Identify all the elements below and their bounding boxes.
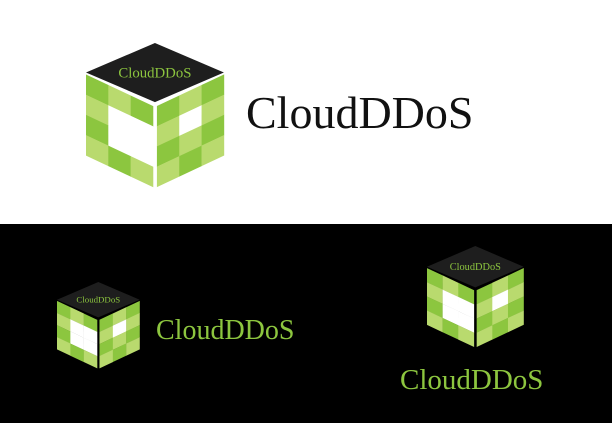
cube-checker-cell (507, 310, 524, 333)
cube-checker-cell (507, 296, 524, 319)
cube-checker-cell (57, 300, 71, 320)
cube-checker-cell (126, 337, 140, 356)
cube-label: CloudDDoS (76, 295, 120, 305)
cube-checker-cell (201, 114, 225, 146)
cube-checker-cell (476, 325, 493, 347)
cube-checker-cell (179, 145, 202, 177)
cube-cutout-cell (130, 115, 154, 147)
cube-checker-cell (476, 296, 493, 319)
cube-cutout-cell (442, 303, 459, 326)
cube-checker-cell (507, 268, 524, 290)
cube-checker-cell (83, 313, 98, 333)
cube-left-face (427, 268, 475, 348)
cube-checker-cell (201, 94, 225, 126)
cube-checker-cell (201, 74, 225, 106)
cube-checker-cell (108, 85, 131, 117)
cube-checker-cell (427, 310, 443, 333)
cube-checker-cell (458, 325, 475, 348)
cube-checker-cell (86, 74, 109, 106)
cube-checker-cell (86, 114, 109, 147)
cube-checker-cell (201, 134, 225, 167)
cube-checker-cell (126, 300, 140, 320)
cube-logo-medium: CloudDDoS (427, 246, 524, 348)
cube-checker-cell (130, 95, 154, 127)
cube-checker-cell (156, 95, 180, 127)
cube-cutout-cell (130, 135, 154, 168)
cube-cutout-cell (70, 331, 84, 350)
cube-checker-cell (70, 343, 84, 363)
cube-checker-cell (442, 317, 459, 340)
cube-checker-cell (57, 312, 71, 332)
cube-checker-cell (427, 296, 443, 319)
cube-cutout-cell (83, 337, 98, 357)
cube-checker-cell (427, 268, 443, 290)
cube-left-face (86, 74, 154, 188)
cube-checker-cell (507, 282, 524, 304)
cube-cutout-cell (442, 289, 459, 312)
cube-checker-cell (156, 155, 180, 188)
cube-cutout-cell (458, 296, 475, 319)
cube-checker-cell (179, 84, 202, 117)
cube-checker-cell (99, 325, 114, 345)
cube-checker-cell (112, 343, 127, 363)
cube-top-face (427, 246, 524, 288)
cube-cutout-cell (179, 105, 202, 137)
cube-cutout-cell (70, 319, 84, 338)
cube-checker-cell (126, 325, 140, 344)
cube-right-face (476, 268, 524, 347)
cube-left-face (57, 300, 98, 369)
cube-checker-cell (57, 325, 71, 344)
cube-cutout-cell (108, 105, 131, 137)
cube-right-face (156, 74, 225, 188)
cube-checker-cell (70, 307, 84, 326)
cube-logo-small: CloudDDoS (57, 282, 140, 369)
cube-logo-large: CloudDDoS (86, 43, 225, 188)
cube-checker-cell (126, 312, 140, 332)
cube-checker-cell (130, 156, 154, 188)
cube-checker-cell (108, 145, 131, 177)
cube-cutout-cell (108, 125, 131, 157)
cube-checker-cell (492, 303, 509, 326)
cube-checker-cell (427, 282, 443, 305)
cube-cutout-cell (83, 325, 98, 345)
cube-checker-cell (86, 94, 109, 126)
cube-top-face (86, 43, 224, 103)
cube-checker-cell (179, 125, 202, 157)
cube-checker-cell (57, 337, 71, 356)
cube-right-face (99, 300, 140, 369)
cube-checker-cell (112, 331, 127, 350)
cube-checker-cell (458, 282, 475, 305)
cube-checker-cell (86, 135, 109, 167)
brand-wordmark-green-side: CloudDDoS (156, 315, 295, 346)
cube-checker-cell (99, 313, 114, 333)
cube-checker-cell (156, 115, 180, 147)
cube-label: CloudDDoS (118, 65, 191, 81)
brand-wordmark-green-below: CloudDDoS (400, 364, 544, 396)
cube-checker-cell (83, 349, 98, 369)
cube-checker-cell (112, 307, 127, 326)
cube-checker-cell (442, 275, 459, 298)
cube-checker-cell (492, 317, 509, 340)
cube-checker-cell (476, 311, 493, 333)
cube-checker-cell (99, 349, 114, 369)
cube-checker-cell (492, 275, 509, 298)
cube-label: CloudDDoS (450, 262, 501, 273)
cube-cutout-cell (458, 311, 475, 333)
cube-cutout-cell (492, 289, 509, 312)
cube-checker-cell (99, 337, 114, 357)
cube-top-face (57, 282, 140, 318)
cube-checker-cell (476, 282, 493, 305)
cube-checker-cell (156, 135, 180, 167)
cube-cutout-cell (112, 319, 127, 338)
brand-wordmark-dark: CloudDDoS (246, 87, 474, 138)
